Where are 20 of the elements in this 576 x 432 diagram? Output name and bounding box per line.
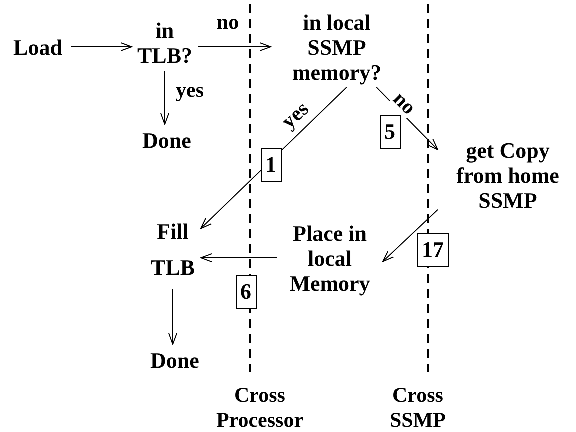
arrow (200, 254, 278, 262)
flow-step-text: Fill TLB (148, 214, 198, 286)
arrow (198, 42, 272, 52)
flow-step-text: get Copy from home SSMP (441, 138, 575, 212)
arrow (160, 70, 170, 125)
arrow (382, 209, 438, 262)
arrow (168, 288, 178, 345)
flow-step-text: in local SSMP memory? (274, 10, 400, 84)
callout-number: 5 (380, 115, 400, 149)
callout-number: 6 (236, 275, 256, 309)
flow-step-text: Load (8, 34, 68, 60)
flow-step-text: Place in local Memory (280, 220, 380, 296)
column-label: Cross SSMP (388, 383, 447, 432)
arrow (70, 42, 132, 52)
flow-step-text: Done (140, 348, 210, 372)
flow-step-text: Done (132, 128, 202, 152)
column-label: Cross Processor (215, 383, 305, 432)
callout-number: 17 (417, 233, 449, 267)
flow-step-text: in TLB? (135, 18, 195, 68)
callout-number: 1 (260, 148, 282, 182)
